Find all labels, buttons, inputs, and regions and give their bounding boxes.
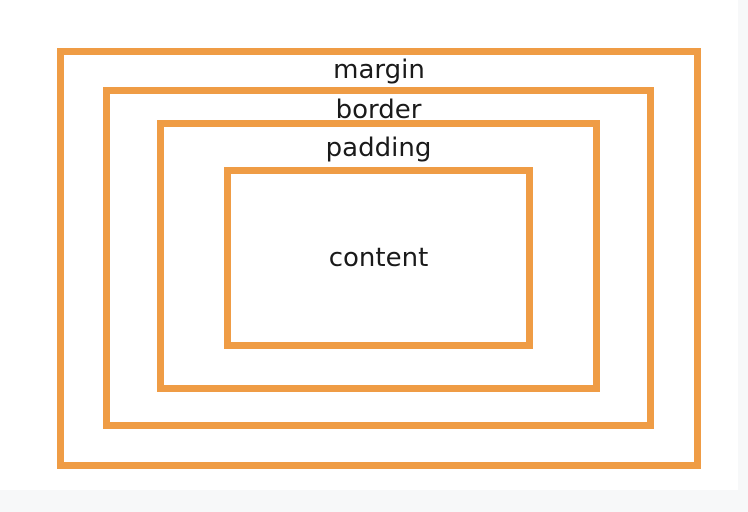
diagram-canvas <box>0 0 738 490</box>
border-box: border <box>103 87 654 429</box>
margin-box: margin <box>57 48 701 469</box>
content-label: content <box>328 243 429 273</box>
margin-label: margin <box>333 55 425 85</box>
padding-label: padding <box>325 133 432 163</box>
border-label: border <box>335 95 422 125</box>
padding-box: padding <box>157 120 600 392</box>
content-box: content <box>224 167 533 349</box>
